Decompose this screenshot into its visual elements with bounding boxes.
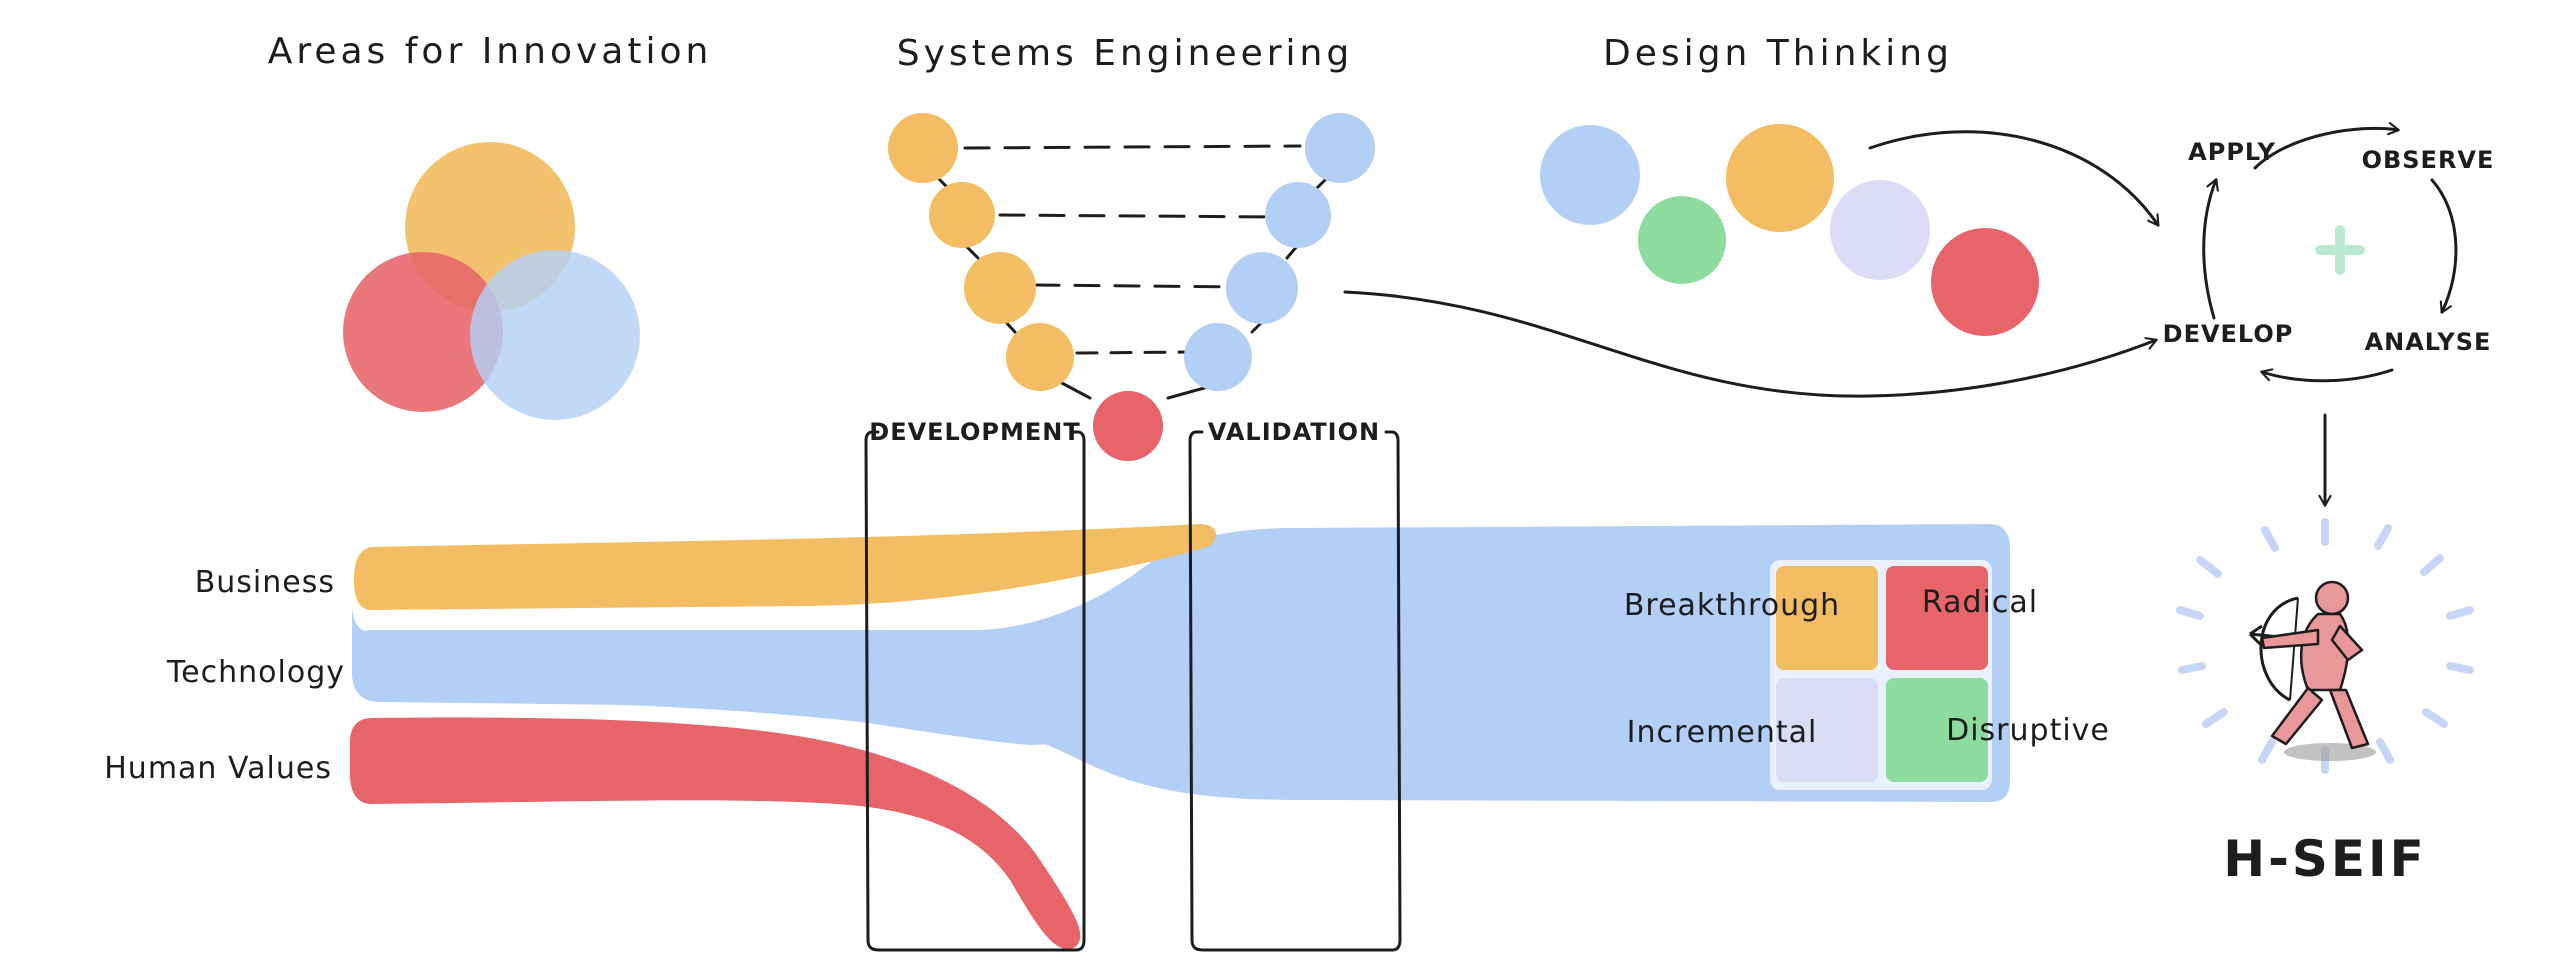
- innovation-matrix: [1770, 560, 1992, 790]
- brand-title: H-SEIF: [2223, 830, 2427, 888]
- v-model-rung-3: [1033, 283, 1242, 289]
- development-label: DEVELOPMENT: [869, 418, 1080, 446]
- business-label: Business: [195, 565, 335, 600]
- cycle-arrow-develop-apply: [2202, 178, 2219, 320]
- cycle-label-develop: DEVELOP: [2163, 320, 2294, 348]
- design-thinking-title: Design Thinking: [1603, 33, 1953, 74]
- cycle-arrow-observe-analyse: [2430, 178, 2458, 314]
- matrix-label-disruptive: Disruptive: [1946, 713, 2110, 748]
- human-values-stream: [350, 717, 1081, 950]
- v-model-right-connector: [1166, 173, 1332, 400]
- systems-to-cycle-arrow: [1343, 290, 2158, 398]
- matrix-cell-breakthrough: [1776, 566, 1878, 670]
- business-stream: [354, 524, 1217, 610]
- archer-emblem: [2176, 518, 2474, 774]
- matrix-label-breakthrough: Breakthrough: [1624, 588, 1840, 623]
- v-model-rung-1: [963, 144, 1302, 150]
- cycle-label-observe: OBSERVE: [2362, 146, 2495, 174]
- cycle-arrow-analyse-develop: [2260, 368, 2394, 383]
- streams: [350, 524, 2010, 950]
- bowstring: [2289, 597, 2299, 701]
- bow-icon: [2259, 596, 2299, 702]
- matrix-label-incremental: Incremental: [1627, 715, 1818, 750]
- technology-label: Technology: [166, 655, 345, 690]
- rays: [2176, 518, 2474, 774]
- validation-box: [1188, 430, 1402, 952]
- archer-figure: [2260, 580, 2370, 750]
- design-bubble-blue: [1540, 125, 1640, 225]
- development-stage-4: [1006, 323, 1074, 391]
- v-model-rung-2: [998, 213, 1284, 219]
- development-stage-2: [929, 182, 995, 248]
- venn-diagram: [343, 142, 640, 420]
- design-bubble-red: [1931, 228, 2039, 336]
- validation-label: VALIDATION: [1208, 418, 1380, 446]
- integration-stage: [1093, 391, 1163, 461]
- venn-circle-blue: [470, 250, 640, 420]
- v-model-rung-4: [1075, 350, 1194, 355]
- technology-stream-body: [352, 526, 2010, 802]
- development-box: [864, 430, 1086, 952]
- matrix-cell-radical: [1886, 566, 1988, 670]
- cycle-arrow-apply-observe: [2253, 122, 2400, 170]
- validation-stage-2: [1226, 252, 1298, 324]
- v-model: [888, 113, 1375, 461]
- cycle-label-analyse: ANALYSE: [2365, 328, 2492, 356]
- human-values-label: Human Values: [104, 751, 332, 786]
- design-thinking-bubbles: [1540, 124, 2039, 336]
- venn-circle-red: [343, 252, 503, 412]
- development-stage-1: [888, 113, 958, 183]
- validation-stage-4: [1305, 113, 1375, 183]
- systems-engineering-title: Systems Engineering: [897, 33, 1353, 74]
- validation-stage-3: [1265, 182, 1331, 248]
- design-bubble-yellow: [1726, 124, 1834, 232]
- design-bubble-green: [1638, 196, 1726, 284]
- areas-for-innovation-title: Areas for Innovation: [268, 31, 713, 72]
- cycle-label-apply: APPLY: [2188, 138, 2276, 166]
- matrix-cell-disruptive: [1886, 678, 1988, 782]
- plus-icon: [2315, 225, 2365, 275]
- validation-stage-1: [1184, 323, 1252, 391]
- development-stage-3: [964, 252, 1036, 324]
- innovation-cycle: [2202, 122, 2458, 383]
- matrix-cell-incremental: [1776, 678, 1878, 782]
- matrix-label-radical: Radical: [1922, 585, 2038, 620]
- design-bubble-lavender: [1830, 180, 1930, 280]
- design-to-cycle-arrow: [1868, 130, 2160, 227]
- v-model-left-connector: [933, 173, 1092, 400]
